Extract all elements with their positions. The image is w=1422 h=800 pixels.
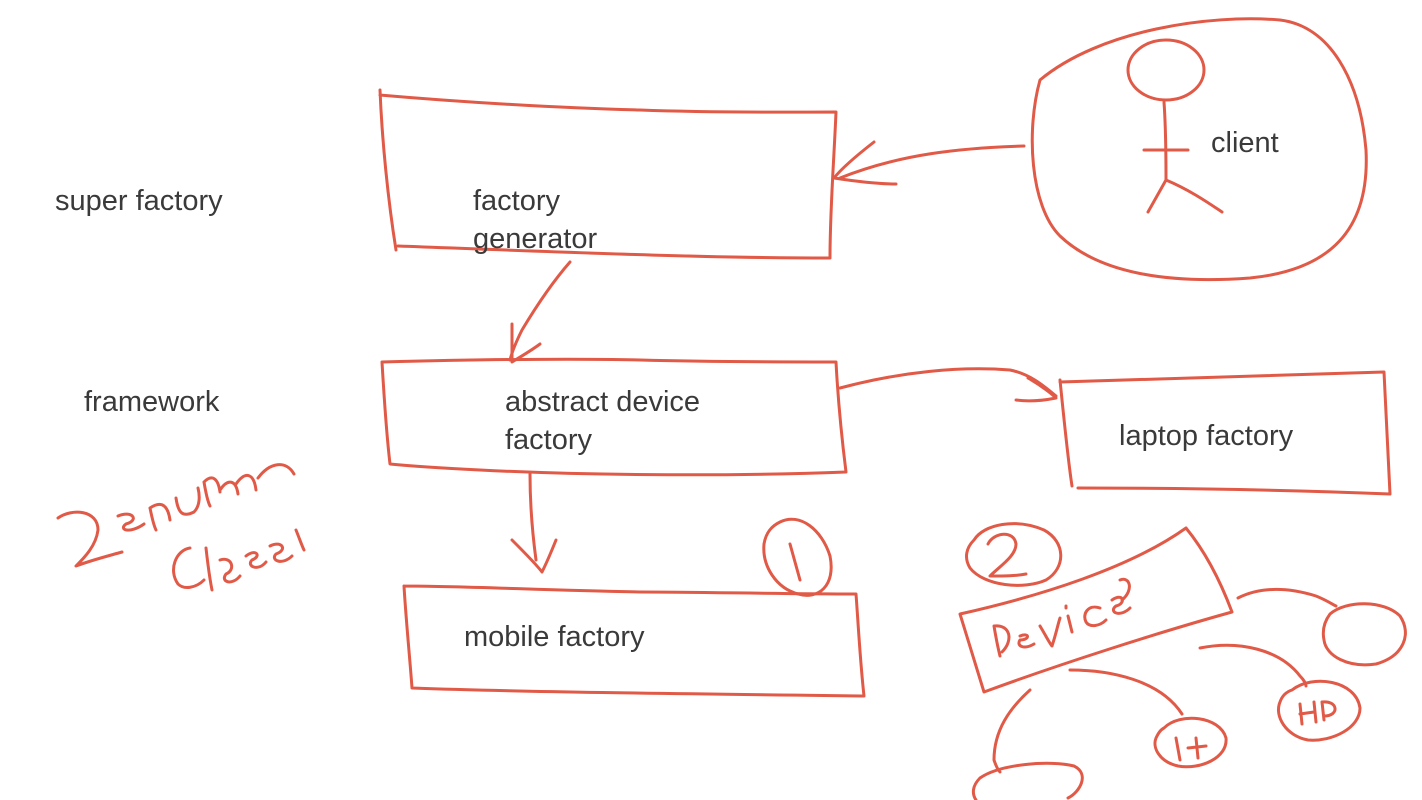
device-word — [992, 577, 1132, 658]
badge-2-glyph — [986, 532, 1028, 578]
mobile-factory-label: mobile factory — [464, 621, 645, 653]
abstract-device-factory-label-line1: abstract device — [505, 386, 701, 418]
arrow-client-to-generator — [832, 140, 1026, 186]
client-label: client — [1211, 127, 1279, 159]
ellipse-hp — [1277, 679, 1362, 742]
laptop-factory-label: laptop factory — [1119, 420, 1294, 452]
device-to-hp-line — [1198, 643, 1308, 688]
badge-1-circle — [762, 517, 833, 597]
ellipse-right-empty — [1321, 602, 1407, 667]
badge-2-circle — [965, 522, 1063, 587]
ellipse-bottom — [971, 761, 1084, 800]
device-to-1plus-line — [1068, 668, 1184, 716]
device-to-bottom-ellipse-line — [992, 688, 1032, 774]
factory-generator-box — [378, 88, 838, 260]
factory-generator-label-line2: generator — [473, 223, 598, 255]
hp-text — [1298, 700, 1337, 726]
abstract-device-factory-label-line2: factory — [505, 424, 593, 456]
factory-generator-label-line1: factory — [473, 185, 561, 217]
enum-note-2 — [56, 510, 124, 568]
enum-note-word-class — [172, 528, 306, 592]
arrow-abstract-to-laptop — [838, 367, 1058, 403]
arrow-generator-to-abstract — [508, 260, 572, 364]
plus-one-text — [1174, 736, 1208, 762]
device-box — [958, 526, 1234, 694]
device-to-ellipse-right-line — [1236, 588, 1338, 608]
enum-note-word-enum — [116, 463, 296, 532]
client-figure-body — [1142, 100, 1224, 214]
mobile-factory-box — [402, 584, 866, 698]
laptop-factory-box — [1058, 370, 1392, 496]
arrow-abstract-to-mobile — [510, 472, 558, 574]
label-framework: framework — [84, 386, 220, 418]
label-super-factory: super factory — [55, 185, 223, 217]
badge-1-stroke — [788, 542, 802, 582]
client-circle — [1030, 17, 1368, 282]
ellipse-1plus — [1153, 716, 1228, 769]
client-figure-head — [1126, 38, 1206, 102]
abstract-device-factory-box — [380, 357, 848, 477]
